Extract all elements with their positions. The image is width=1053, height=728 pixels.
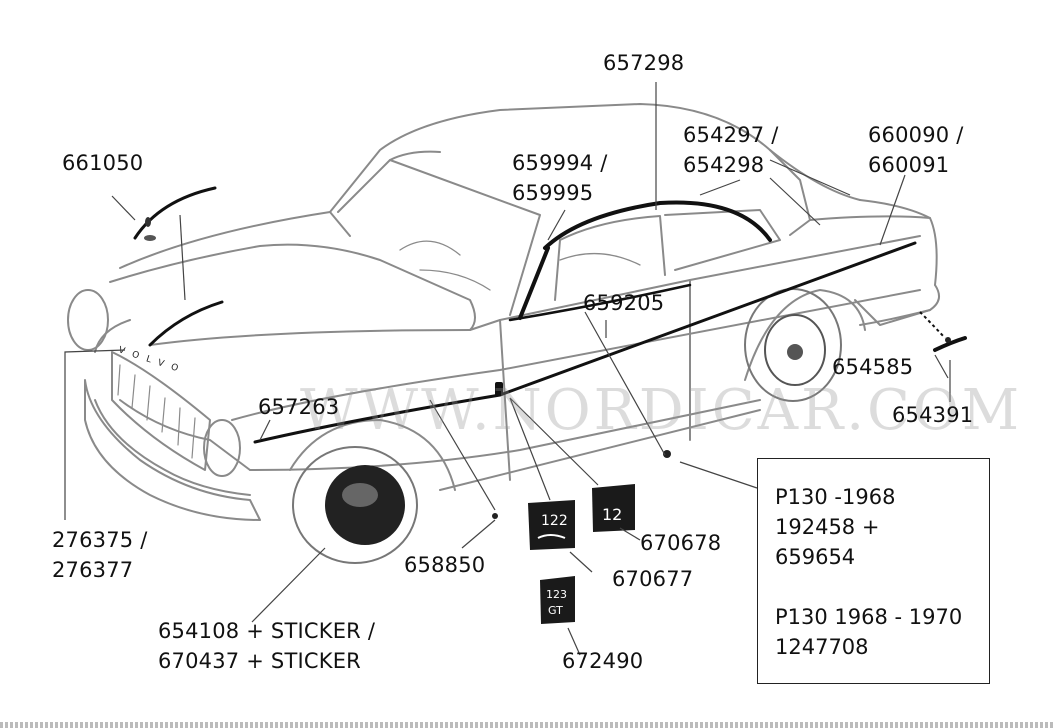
note-line-2: 192458 + bbox=[775, 515, 880, 539]
label-661050: 661050 bbox=[62, 151, 144, 175]
label-660090-line1: 660090 / bbox=[868, 123, 964, 147]
label-672490: 672490 bbox=[562, 649, 644, 673]
badge-670678-text: 12 bbox=[602, 505, 622, 524]
badge-670677: 122 bbox=[528, 500, 575, 550]
watermark-text: WWW.NORDICAR.COM bbox=[300, 378, 1023, 443]
label-654108-line2: 670437 + STICKER bbox=[158, 649, 361, 673]
label-276375-line1: 276375 / bbox=[52, 528, 148, 552]
roof-molding-part bbox=[543, 200, 772, 250]
badge-670677-text: 122 bbox=[541, 513, 568, 529]
badge-672490: 123 GT bbox=[540, 576, 575, 624]
hood-strip-part bbox=[148, 300, 224, 347]
pillar-trim-part bbox=[518, 246, 550, 320]
label-654108-line1: 654108 + STICKER / bbox=[158, 619, 376, 643]
note-line-3: 659654 bbox=[775, 545, 856, 569]
label-654297-line2: 654298 bbox=[683, 153, 765, 177]
label-276375-line2: 276377 bbox=[52, 558, 134, 582]
note-line-5: 1247708 bbox=[775, 635, 869, 659]
note-line-4: P130 1968 - 1970 bbox=[775, 605, 963, 629]
badge-670678: 12 bbox=[592, 484, 635, 532]
label-659994-line2: 659995 bbox=[512, 181, 594, 205]
label-659994-line1: 659994 / bbox=[512, 151, 608, 175]
label-657263: 657263 bbox=[258, 395, 340, 419]
hood-strip-detail bbox=[133, 186, 217, 240]
label-658850: 658850 bbox=[404, 553, 486, 577]
side-molding-part bbox=[253, 241, 917, 444]
label-659994: 659994 / 659995 bbox=[512, 148, 608, 208]
leader-lines bbox=[64, 82, 951, 656]
label-670677: 670677 bbox=[612, 567, 694, 591]
note-box: P130 -1968 192458 + 659654 P130 1968 - 1… bbox=[757, 458, 990, 684]
label-654297: 654297 / 654298 bbox=[683, 120, 779, 180]
label-654297-line1: 654297 / bbox=[683, 123, 779, 147]
label-660090-line2: 660091 bbox=[868, 153, 950, 177]
label-654585: 654585 bbox=[832, 355, 914, 379]
trim-parts bbox=[133, 186, 967, 444]
label-670678: 670678 bbox=[640, 531, 722, 555]
label-660090: 660090 / 660091 bbox=[868, 120, 964, 180]
small-parts bbox=[144, 217, 951, 519]
label-657298: 657298 bbox=[603, 51, 685, 75]
bottom-divider bbox=[0, 722, 1053, 728]
badge-672490-text-1: 123 bbox=[546, 588, 567, 601]
front-wheel bbox=[292, 446, 418, 564]
label-654108: 654108 + STICKER / 670437 + STICKER bbox=[158, 616, 375, 676]
note-line-1: P130 -1968 bbox=[775, 485, 896, 509]
label-654391: 654391 bbox=[892, 403, 974, 427]
label-276375: 276375 / 276377 bbox=[52, 525, 148, 585]
window-belt-part bbox=[508, 283, 692, 322]
label-659205: 659205 bbox=[583, 291, 665, 315]
badge-672490-text-2: GT bbox=[548, 604, 563, 617]
